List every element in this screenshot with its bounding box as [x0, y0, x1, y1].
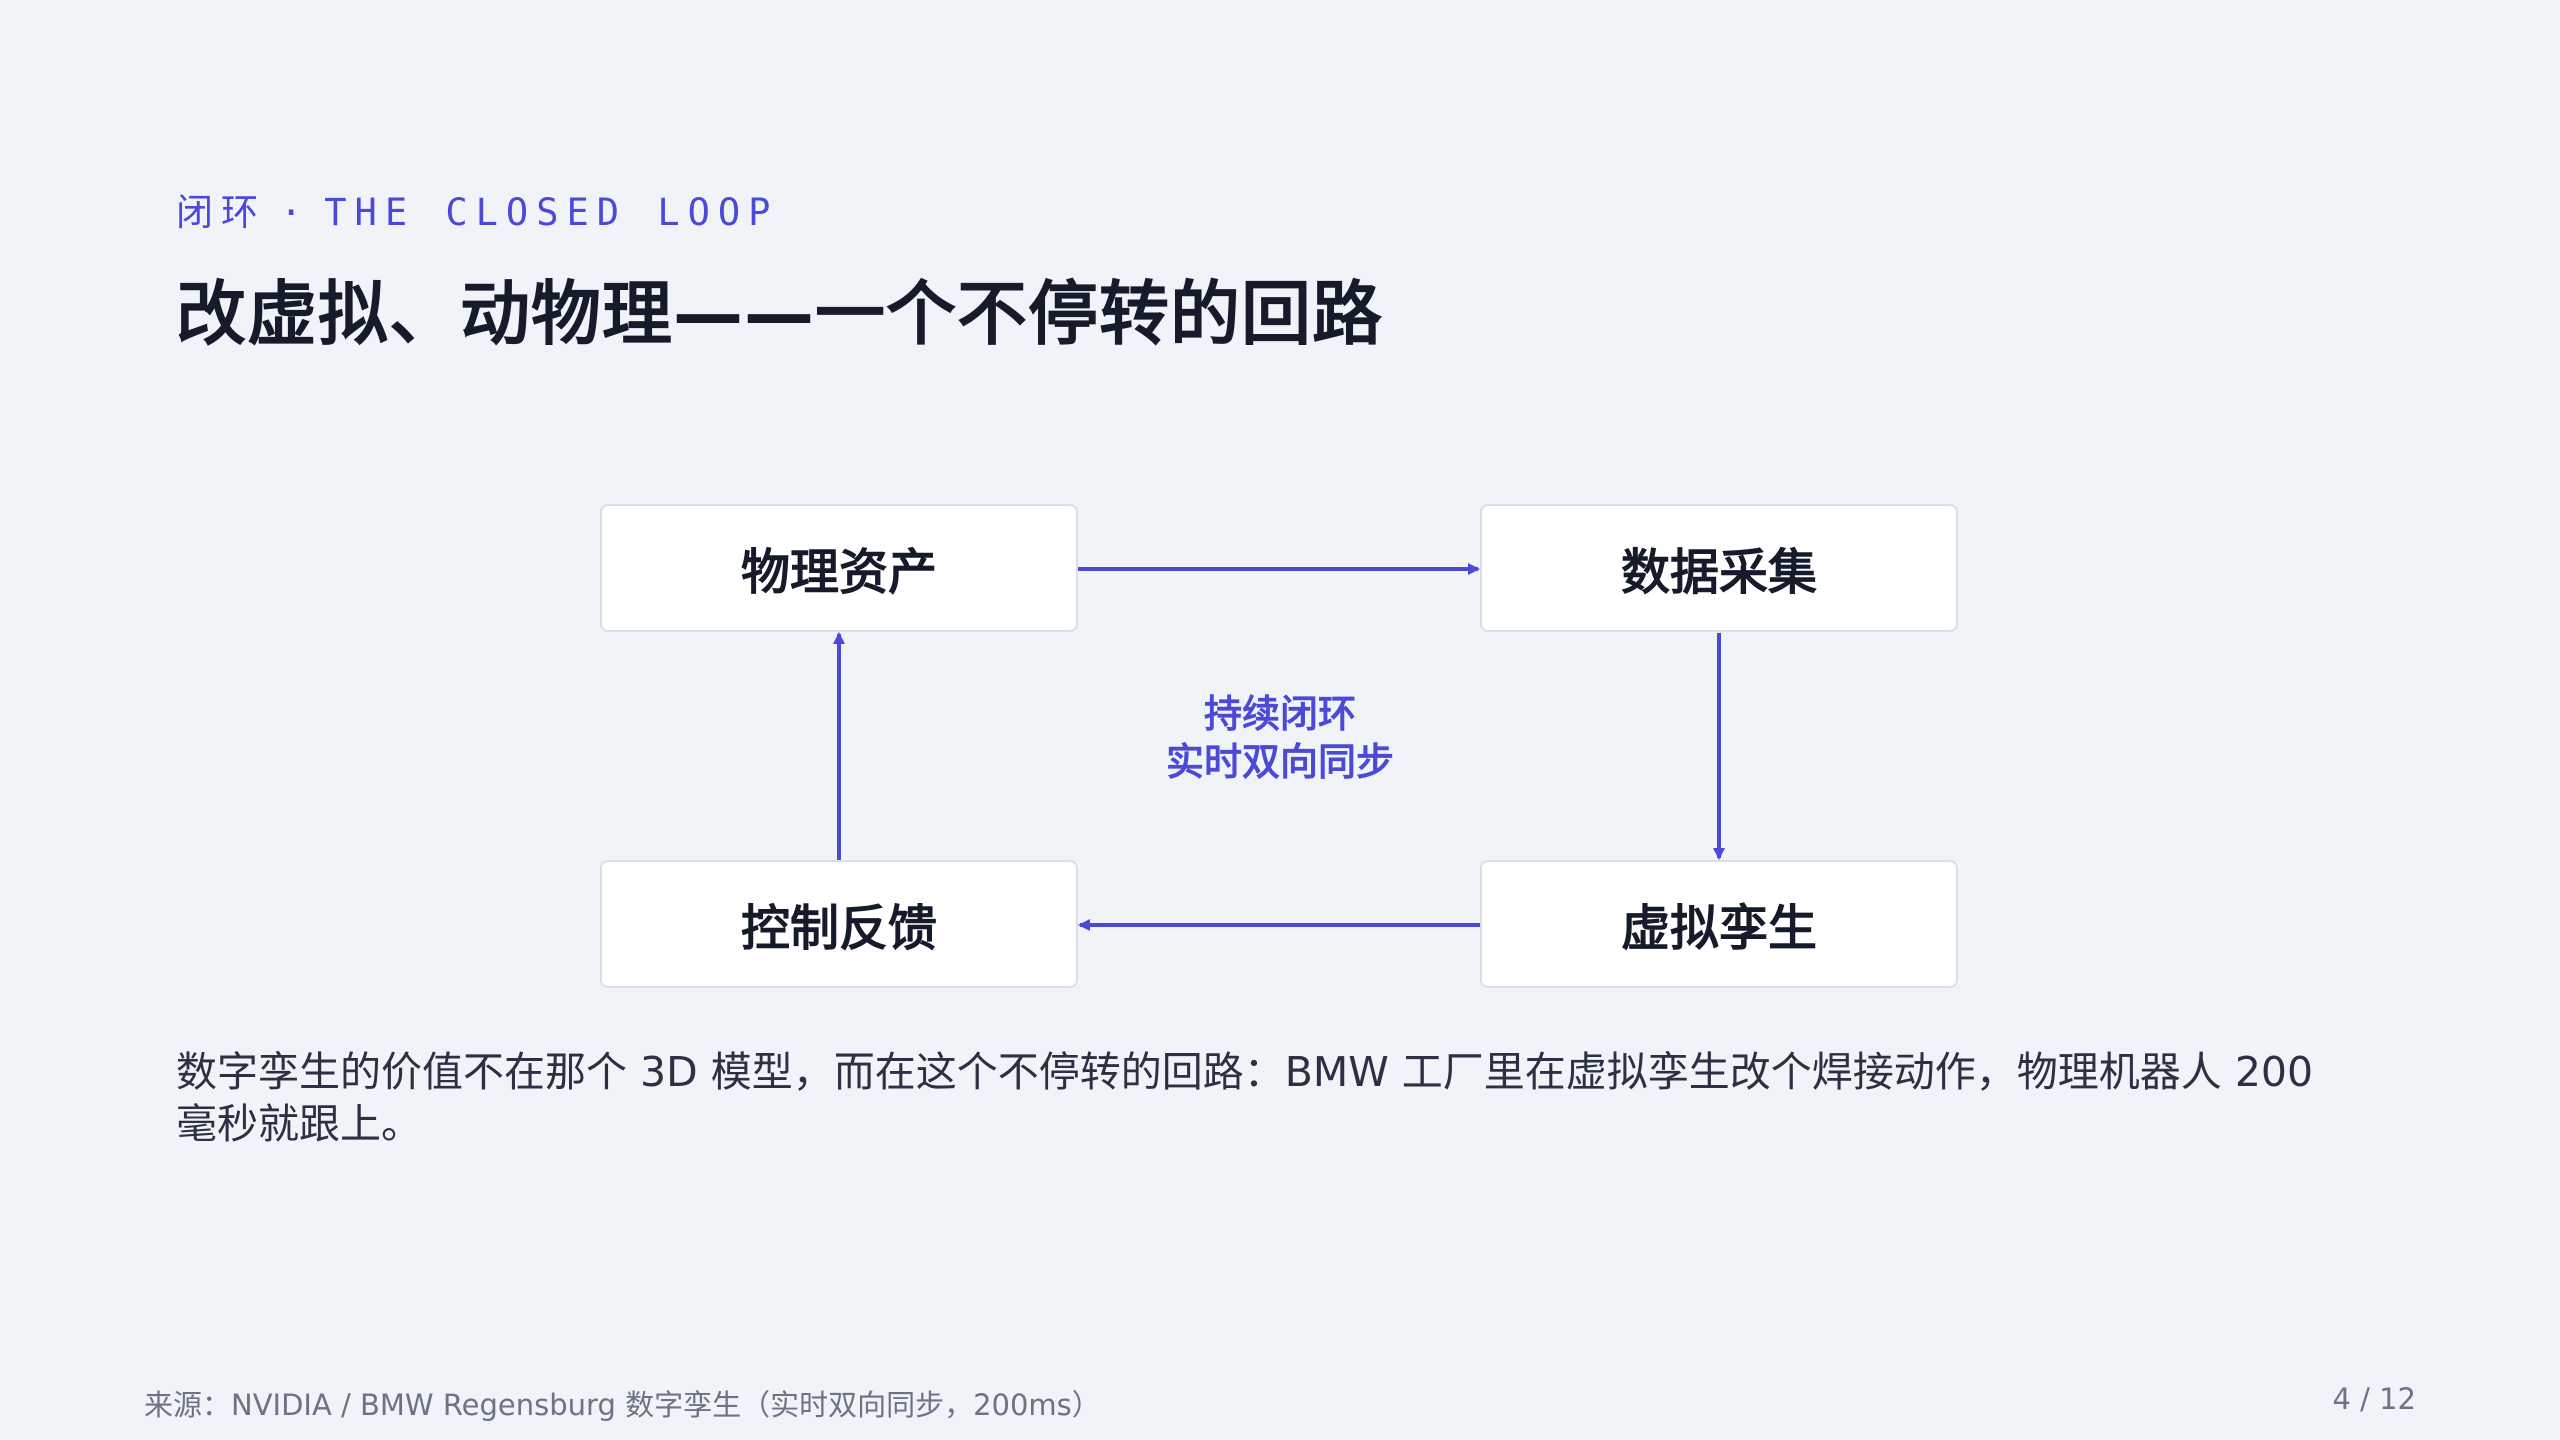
eyebrow-separator: ·: [280, 191, 311, 234]
page-number: 4 / 12: [2332, 1382, 2416, 1416]
eyebrow-en: THE CLOSED LOOP: [324, 191, 779, 234]
center-label-line1: 持续闭环: [1203, 692, 1356, 736]
page-title: 改虚拟、动物理——一个不停转的回路: [176, 273, 1383, 355]
center-label-line2: 实时双向同步: [1165, 740, 1394, 784]
loop-center-label: 持续闭环 实时双向同步: [1080, 690, 1480, 786]
source-citation: 来源：NVIDIA / BMW Regensburg 数字孪生（实时双向同步，2…: [144, 1388, 1101, 1422]
node-virtual-twin: 虚拟孪生: [1480, 860, 1958, 988]
node-control-feedback: 控制反馈: [600, 860, 1078, 988]
eyebrow-cn: 闭环: [176, 191, 266, 234]
node-data-collection: 数据采集: [1480, 504, 1958, 632]
section-eyebrow: 闭环 · THE CLOSED LOOP: [176, 182, 778, 236]
node-physical-assets: 物理资产: [600, 504, 1078, 632]
description-text: 数字孪生的价值不在那个 3D 模型，而在这个不停转的回路：BMW 工厂里在虚拟孪…: [176, 1048, 2314, 1148]
